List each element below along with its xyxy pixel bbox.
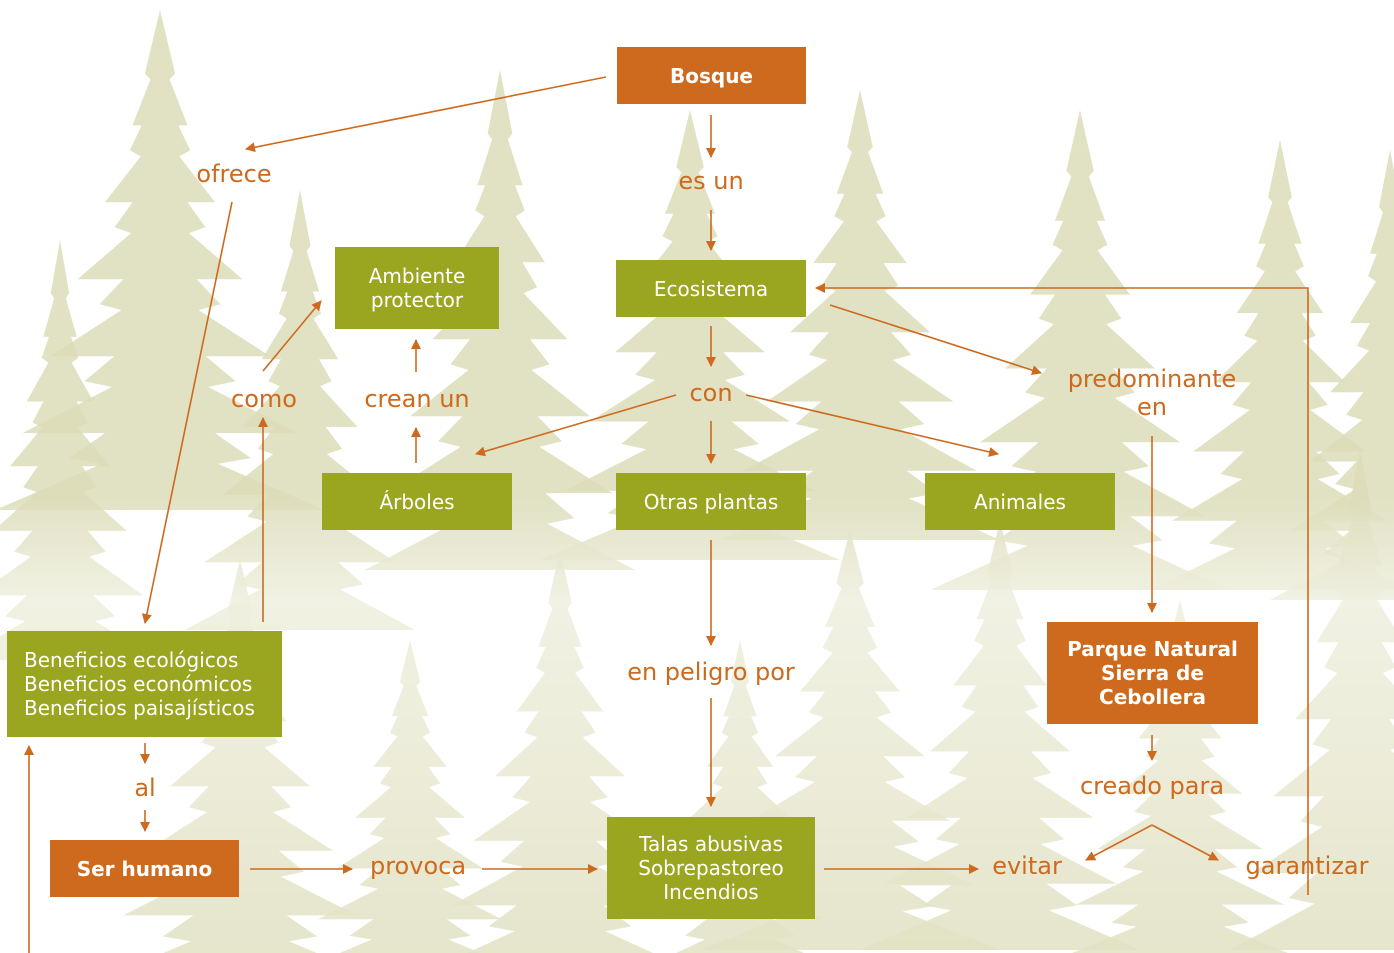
label-provoca: provoca (369, 852, 467, 880)
arrow-ecosistema-predominante (829, 304, 1042, 375)
arrow-bosque-ofrece (245, 76, 607, 153)
label-como: como (231, 385, 297, 413)
arrow-creado-evitar (1085, 824, 1153, 861)
node-ser-humano: Ser humano (50, 840, 239, 897)
arrow-con-animales (745, 394, 999, 457)
node-talas: Talas abusivas Sobrepastoreo Incendios (607, 817, 815, 919)
label-al: al (134, 774, 156, 802)
label-en-peligro-por: en peligro por (627, 658, 795, 686)
label-creado-para: creado para (1079, 772, 1225, 800)
label-garantizar: garantizar (1245, 852, 1369, 880)
label-ofrece: ofrece (196, 160, 272, 188)
arrow-creado-garantizar (1151, 824, 1219, 861)
arrow-garantizar-ecosistema (815, 283, 1309, 895)
arrow-con-arboles (475, 394, 677, 457)
node-otras-plantas: Otras plantas (616, 473, 806, 530)
arrow-como-ambiente (262, 300, 322, 372)
node-parque-natural: Parque Natural Sierra de Cebollera (1047, 622, 1258, 724)
node-beneficios: Beneficios ecológicos Beneficios económi… (7, 631, 282, 737)
label-es-un: es un (678, 167, 744, 195)
node-animales: Animales (925, 473, 1115, 530)
node-bosque: Bosque (617, 47, 806, 104)
label-evitar: evitar (992, 852, 1062, 880)
label-crean-un: crean un (364, 385, 470, 413)
label-con: con (689, 379, 733, 407)
node-ecosistema: Ecosistema (616, 260, 806, 317)
node-arboles: Árboles (322, 473, 512, 530)
label-predominante-en: predominante en (1067, 365, 1237, 421)
arrow-ofrece-beneficios (141, 201, 233, 624)
node-ambiente-protector: Ambiente protector (335, 247, 499, 329)
